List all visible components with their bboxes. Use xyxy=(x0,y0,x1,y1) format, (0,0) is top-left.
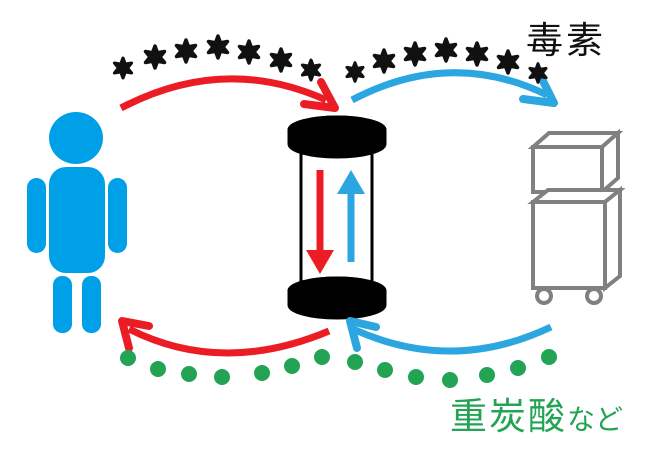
toxin-star-icon xyxy=(345,61,365,83)
bicarbonate-dot-icon xyxy=(541,349,557,365)
bicarbonate-dot-icon xyxy=(510,360,526,376)
blue-arc-bottom-arrowhead xyxy=(346,317,380,352)
bicarbonate-label-suffix: など xyxy=(567,405,624,436)
dialyzer-body xyxy=(299,143,374,302)
patient-icon xyxy=(27,112,127,333)
bicarbonate-label: 重炭酸など xyxy=(450,386,623,440)
toxin-star-icon xyxy=(403,41,427,67)
toxin-star-icon xyxy=(112,56,134,80)
red-arc-top-arrowhead xyxy=(300,78,339,112)
toxin-star-icon xyxy=(206,34,230,60)
machine-body-front xyxy=(531,200,607,290)
toxin-star-icon xyxy=(300,58,322,82)
patient-leg-right xyxy=(82,276,101,333)
blue-arc-top-arrowhead xyxy=(519,73,558,107)
toxin-star-icon xyxy=(143,44,167,70)
bicarbonate-dot-icon xyxy=(408,369,424,385)
bicarbonate-dot-icon xyxy=(120,350,136,366)
blue-arc-dialyzer-to-machine xyxy=(350,69,549,104)
toxin-star-icon xyxy=(465,41,489,67)
toxin-star-icon xyxy=(434,37,458,63)
bicarbonate-dot-icon xyxy=(314,349,330,365)
dialyzer-top-cap xyxy=(287,115,387,159)
toxin-star-icon xyxy=(269,47,293,73)
bicarbonate-dot-icon xyxy=(442,372,458,388)
dialyzer-bottom-cap xyxy=(287,276,387,320)
bicarbonate-particles xyxy=(120,349,557,388)
bicarbonate-dot-icon xyxy=(181,366,197,382)
bicarbonate-dot-icon xyxy=(284,358,300,374)
red-arc-dialyzer-to-patient xyxy=(127,325,331,357)
machine-body-side xyxy=(603,185,622,293)
patient-arm-left xyxy=(27,178,46,253)
red-arc-patient-to-dialyzer xyxy=(119,75,328,112)
patient-leg-left xyxy=(53,276,72,333)
patient-torso xyxy=(49,167,105,273)
bicarbonate-dot-icon xyxy=(150,361,166,377)
patient-head xyxy=(49,112,103,164)
dialysis-machine-icon xyxy=(527,128,626,305)
bicarbonate-dot-icon xyxy=(214,369,230,385)
toxin-star-icon xyxy=(237,39,261,65)
bicarbonate-label-main: 重炭酸 xyxy=(450,397,567,438)
blue-dialysate-flow-arrows xyxy=(346,69,558,355)
bicarbonate-dot-icon xyxy=(254,365,270,381)
machine-caster-left xyxy=(535,287,553,305)
patient-arm-right xyxy=(108,178,127,253)
bicarbonate-dot-icon xyxy=(479,367,495,383)
dialyzer-icon xyxy=(287,115,387,320)
bicarbonate-dot-icon xyxy=(377,362,393,378)
machine-caster-right xyxy=(585,287,603,305)
toxin-star-icon xyxy=(372,48,396,74)
bicarbonate-dot-icon xyxy=(347,354,363,370)
dialyzer-blue-up-arrowhead xyxy=(337,170,365,194)
toxins-label: 毒素 xyxy=(526,21,606,62)
blue-arc-machine-to-dialyzer xyxy=(351,323,553,355)
machine-screen xyxy=(542,156,597,187)
dialyzer-red-down-arrowhead xyxy=(306,250,334,274)
toxin-star-icon xyxy=(174,38,198,64)
red-blood-flow-arrows xyxy=(118,75,339,357)
toxin-star-icon xyxy=(496,49,520,75)
red-arc-bottom-arrowhead xyxy=(118,317,153,352)
